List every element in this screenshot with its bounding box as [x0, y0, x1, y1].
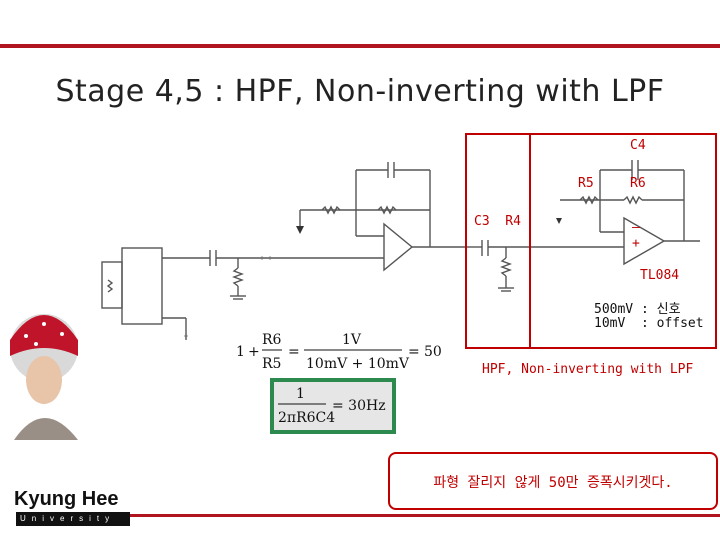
- presenter-photo: [10, 314, 78, 440]
- bottom-accent-line: [130, 514, 720, 517]
- eq-r6: R6: [262, 332, 282, 348]
- tl084-label: TL084: [640, 268, 680, 283]
- cutoff-numerator: 1: [296, 386, 305, 402]
- c4-label: C4: [630, 138, 646, 153]
- university-logo: Kyung Hee University: [12, 488, 162, 528]
- eq-r5: R5: [262, 356, 281, 372]
- slide-title: Stage 4,5 : HPF, Non-inverting with LPF: [55, 74, 665, 109]
- lpf-stage-box: [529, 133, 717, 349]
- logo-sub: University: [16, 512, 130, 526]
- cutoff-rhs: = 30Hz: [332, 398, 386, 414]
- r6-label: R6: [630, 176, 646, 191]
- circuit-caption: HPF, Non-inverting with LPF: [482, 362, 694, 377]
- signal-line: 500mV : 신호: [594, 302, 681, 317]
- r5-label: R5: [578, 176, 594, 191]
- cutoff-denominator: 2πR6C4: [278, 410, 335, 426]
- eq-plus: +: [248, 344, 260, 360]
- c3-r4-label: C3 R4: [474, 214, 521, 229]
- eq-numerator: 1V: [342, 332, 362, 348]
- logo-name: Kyung Hee: [14, 488, 119, 510]
- eq-equals-2: =: [408, 344, 420, 360]
- first-opamp: [383, 222, 414, 272]
- tl084-opamp: [623, 216, 666, 266]
- minus-label: –: [632, 220, 640, 235]
- gain-equation: 1 + R6 R5 = 1V 10mV + 10mV = 50: [234, 326, 444, 376]
- plus-label: +: [632, 236, 640, 251]
- note-callout: 파형 잘리지 않게 50만 증폭시키겟다.: [388, 452, 718, 510]
- cutoff-equation: 1 2πR6C4 = 30Hz: [270, 378, 396, 434]
- eq-equals: =: [288, 344, 300, 360]
- offset-line: 10mV : offset: [594, 316, 704, 331]
- eq-denominator: 10mV + 10mV: [306, 356, 410, 372]
- signal-source-block: [121, 247, 163, 325]
- eq-one: 1: [236, 344, 245, 360]
- note-text: 파형 잘리지 않게 50만 증폭시키겟다.: [433, 475, 673, 491]
- eq-result: 50: [424, 344, 442, 360]
- top-accent-bar: [0, 44, 720, 48]
